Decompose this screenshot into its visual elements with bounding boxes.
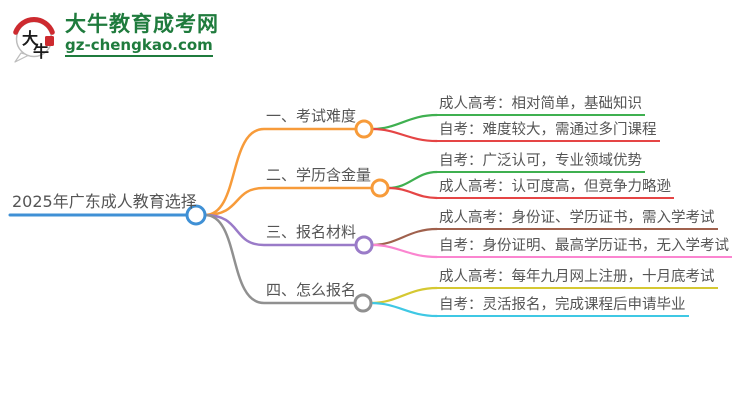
connector-root-branch-1 <box>203 127 358 217</box>
child-label-value-chengkao: 成人高考：认可度高，但竞争力略逊 <box>436 177 674 199</box>
connector-branch2-child2 <box>386 186 439 200</box>
branch-4-label: 四、怎么报名 <box>266 281 357 299</box>
node-circle-root <box>185 204 207 226</box>
child-label-signup-chengkao: 成人高考：每年九月网上注册，十月底考试 <box>436 267 718 289</box>
connector-branch4-child2 <box>369 301 439 318</box>
branch-1-label: 一、考试难度 <box>266 107 357 125</box>
logo-red-arc <box>13 17 55 35</box>
logo-red-seal <box>45 36 54 46</box>
child-label-exam-chengkao: 成人高考：相对简单，基础知识 <box>436 94 645 116</box>
node-circle-branch-3 <box>354 235 374 255</box>
brand-domain: gz-chengkao.com <box>65 37 213 57</box>
connector-branch4-child1 <box>369 286 439 305</box>
connector-branch1-child2 <box>370 127 439 143</box>
connector-root-branch-4 <box>203 213 357 305</box>
connector-root-branch-2 <box>203 186 374 217</box>
child-label-material-chengkao: 成人高考：身份证、学历证书，需入学考试 <box>436 208 718 230</box>
logo-char-niu: 牛 <box>33 42 49 61</box>
logo-char-da: 大 <box>22 29 38 48</box>
connector-branch3-child2 <box>370 243 439 259</box>
connector-branch2-child1 <box>386 170 439 190</box>
child-label-exam-zikao: 自考：难度较大，需通过多门课程 <box>436 120 660 142</box>
brand-logo-icon: 大 牛 <box>13 17 55 63</box>
connector-branch1-child1 <box>370 113 439 131</box>
node-circle-branch-2 <box>370 178 390 198</box>
root-topic-label: 2025年广东成人教育选择 <box>12 192 197 211</box>
node-circle-branch-1 <box>354 119 374 139</box>
branch-2-label: 二、学历含金量 <box>266 166 372 184</box>
brand-title: 大牛教育成考网 <box>65 12 219 36</box>
brand-header: 大 牛 大牛教育成考网 gz-chengkao.com <box>12 11 219 64</box>
connector-branch3-child1 <box>370 227 439 247</box>
branch-3-label: 三、报名材料 <box>266 223 357 241</box>
node-circle-branch-4 <box>353 293 373 313</box>
child-label-value-zikao: 自考：广泛认可，专业领域优势 <box>436 151 645 173</box>
child-label-material-zikao: 自考：身份证明、最高学历证书，无入学考试 <box>436 236 732 258</box>
child-label-signup-zikao: 自考：灵活报名，完成课程后申请毕业 <box>436 295 689 317</box>
connector-root-branch-3 <box>203 213 358 247</box>
